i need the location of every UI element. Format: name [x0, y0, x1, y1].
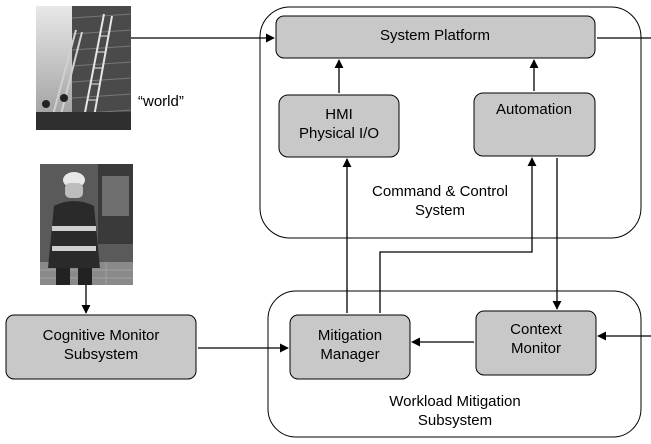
mitigation-manager-label-line2: Manager	[320, 346, 379, 363]
command-control-system-container	[259, 6, 642, 239]
automation-label: Automation	[496, 101, 572, 118]
command-control-label-line1: Command & Control	[372, 183, 508, 200]
cognitive-monitor-subsystem-box	[5, 314, 197, 380]
mitigation-manager-label-line1: Mitigation	[318, 327, 382, 344]
mitigation-manager-box	[289, 314, 411, 380]
context-monitor-box	[475, 310, 597, 376]
cognitive-monitor-label-line2: Subsystem	[64, 346, 138, 363]
workload-mitigation-label-line2: Subsystem	[418, 412, 492, 429]
system-platform-label: System Platform	[380, 27, 490, 44]
command-control-label-line2: System	[415, 202, 465, 219]
automation-box	[473, 92, 596, 157]
hmi-label-line2: Physical I/O	[299, 125, 379, 142]
world-label: “world”	[138, 93, 184, 110]
world-photo	[36, 6, 132, 130]
hmi-physical-io-box	[278, 94, 400, 158]
workload-mitigation-label-line1: Workload Mitigation	[389, 393, 520, 410]
context-monitor-label-line2: Monitor	[511, 340, 561, 357]
cognitive-monitor-label-line1: Cognitive Monitor	[43, 327, 160, 344]
arrow-mitigation-manager-to-automation	[379, 157, 537, 313]
operator-photo	[40, 164, 133, 286]
context-monitor-label-line1: Context	[510, 321, 563, 338]
hmi-label-line1: HMI	[325, 106, 353, 123]
system-platform-box	[275, 15, 596, 59]
